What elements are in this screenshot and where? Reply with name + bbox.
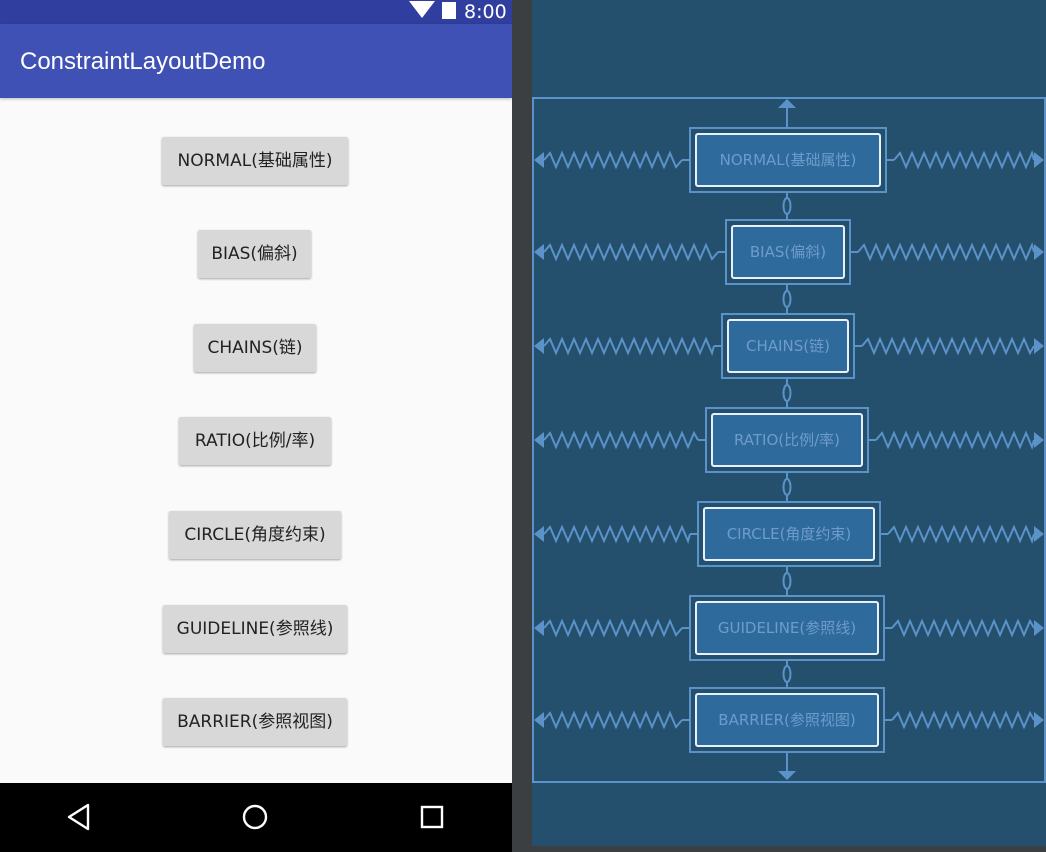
parent-bounds	[532, 97, 1046, 783]
right-anchor-arrow	[1034, 712, 1044, 728]
right-anchor-arrow	[1034, 152, 1044, 168]
blueprint-label-barrier: BARRIER(参照视图)	[718, 711, 856, 729]
right-constraint-spring	[887, 524, 1035, 544]
left-constraint-spring	[543, 242, 719, 262]
home-icon[interactable]	[241, 803, 269, 831]
app-title: ConstraintLayoutDemo	[20, 48, 266, 75]
circle-button[interactable]: CIRCLE(角度约束)	[169, 511, 341, 559]
left-anchor-arrow	[534, 338, 544, 354]
left-constraint-spring	[543, 618, 683, 638]
bias-button[interactable]: BIAS(偏斜)	[198, 230, 311, 278]
right-anchor-arrow	[1034, 338, 1044, 354]
recents-icon[interactable]	[420, 805, 444, 829]
blueprint-constraints	[532, 97, 1046, 783]
left-constraint-spring	[543, 336, 715, 356]
chain-link-icon	[782, 478, 792, 496]
normal-button[interactable]: NORMAL(基础属性)	[162, 137, 348, 185]
left-anchor-arrow	[534, 432, 544, 448]
widget-box	[695, 693, 879, 747]
right-constraint-spring	[891, 618, 1035, 638]
ratio-button[interactable]: RATIO(比例/率)	[179, 417, 331, 465]
blueprint-label-chains: CHAINS(链)	[746, 337, 830, 355]
left-constraint-spring	[543, 524, 691, 544]
chain-link-icon	[782, 290, 792, 308]
phone-preview: 8:00 ConstraintLayoutDemo NORMAL(基础属性) B…	[0, 0, 512, 852]
left-constraint-spring	[543, 150, 683, 170]
right-anchor-arrow	[1034, 620, 1044, 636]
left-constraint-spring	[543, 710, 683, 730]
bottom-anchor-arrow	[778, 771, 796, 780]
widget-box	[695, 133, 881, 187]
chain-link-icon	[782, 572, 792, 590]
blueprint-label-ratio: RATIO(比例/率)	[733, 431, 841, 449]
widget-box	[695, 601, 879, 655]
left-anchor-arrow	[534, 620, 544, 636]
blueprint-view: NORMAL(基础属性) BIAS(偏斜) CHAINS(链) RATIO(比例/率)…	[532, 0, 1046, 846]
blueprint-label-bias: BIAS(偏斜)	[749, 243, 827, 261]
left-anchor-arrow	[534, 244, 544, 260]
status-bar: 8:00	[0, 0, 512, 24]
back-icon[interactable]	[66, 803, 92, 831]
top-anchor-arrow	[778, 99, 796, 108]
chain-link-icon	[782, 197, 792, 215]
chain-link-icon	[782, 384, 792, 402]
right-constraint-spring	[893, 150, 1035, 170]
navigation-bar	[0, 783, 512, 852]
app-bar: ConstraintLayoutDemo	[0, 24, 512, 98]
guideline-button[interactable]: GUIDELINE(参照线)	[163, 605, 347, 653]
left-constraint-spring	[543, 430, 699, 450]
widget-box	[731, 225, 845, 279]
right-anchor-arrow	[1034, 244, 1044, 260]
chain-link-icon	[782, 665, 792, 683]
left-anchor-arrow	[534, 152, 544, 168]
widget-box	[703, 507, 875, 561]
right-constraint-spring	[891, 710, 1035, 730]
widget-box	[711, 413, 863, 467]
blueprint-label-circle: CIRCLE(角度约束)	[726, 525, 852, 543]
right-constraint-spring	[857, 242, 1035, 262]
widget-box	[727, 319, 849, 373]
right-anchor-arrow	[1034, 526, 1044, 542]
status-time: 8:00	[464, 1, 507, 23]
left-anchor-arrow	[534, 712, 544, 728]
preview-divider	[512, 0, 532, 852]
right-anchor-arrow	[1034, 432, 1044, 448]
right-constraint-spring	[861, 336, 1035, 356]
right-constraint-spring	[875, 430, 1035, 450]
chains-button[interactable]: CHAINS(链)	[194, 324, 316, 372]
left-anchor-arrow	[534, 526, 544, 542]
wifi-icon	[409, 1, 435, 18]
battery-icon	[442, 2, 456, 19]
barrier-button[interactable]: BARRIER(参照视图)	[163, 698, 347, 746]
blueprint-label-guideline: GUIDELINE(参照线)	[717, 619, 857, 637]
blueprint-label-normal: NORMAL(基础属性)	[719, 151, 857, 169]
